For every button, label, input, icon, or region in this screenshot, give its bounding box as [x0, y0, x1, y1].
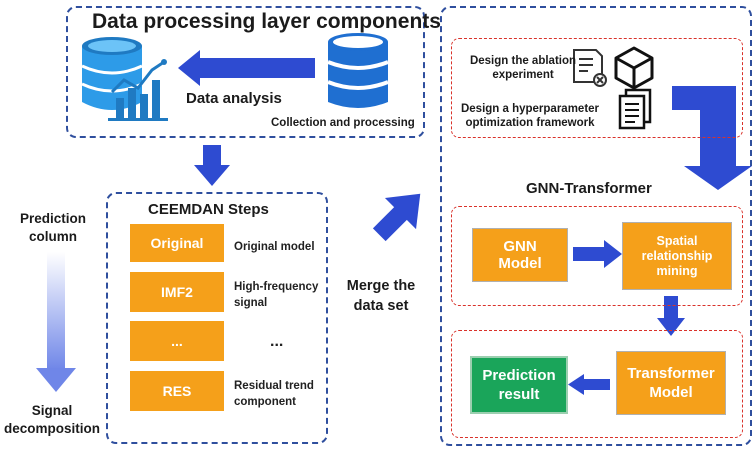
arrow-transformer-to-prediction	[568, 374, 610, 395]
arrow-spatial-to-transformer	[657, 296, 685, 336]
prediction-column-label: Prediction column	[19, 211, 86, 244]
prediction-result-box: Prediction result	[470, 356, 568, 414]
step-desc-original: Original model	[234, 241, 315, 253]
signal-decomposition-label: Signal decomposition	[3, 403, 100, 436]
documents-icon	[618, 88, 652, 130]
gnn-panel	[451, 206, 743, 306]
arrow-gnn-to-spatial	[573, 240, 622, 268]
ceemdan-title: CEEMDAN Steps	[148, 201, 269, 218]
database-stack-icon	[327, 33, 389, 108]
step-box-imf2: IMF2	[130, 272, 224, 312]
data-layer-title: Data processing layer components	[92, 10, 441, 33]
arrow-data-to-ceemdan	[194, 145, 230, 186]
spatial-mining-box: Spatial relationship mining	[622, 222, 732, 290]
arrow-merge-diagonal	[372, 193, 421, 242]
step-box-ellipsis: ...	[130, 321, 224, 361]
hyperparameter-label: Design a hyperparameter optimization fra…	[460, 103, 600, 129]
arrow-design-to-gnn	[672, 86, 752, 190]
step-box-res: RES	[130, 371, 224, 411]
right-model-panel	[440, 6, 752, 446]
cube-icon	[614, 46, 654, 90]
step-desc-imf2: High-frequency signal	[234, 281, 319, 309]
ceemdan-panel	[106, 192, 328, 444]
gnn-model-box: GNN Model	[472, 228, 568, 282]
merge-dataset-label: Merge the data set	[346, 278, 416, 314]
step-desc-res: Residual trend component	[234, 380, 314, 408]
ablation-label: Design the ablation experiment	[469, 55, 577, 81]
step-box-original: Original	[130, 224, 224, 262]
transformer-panel	[451, 330, 743, 438]
step-desc-ellipsis: ...	[270, 333, 284, 350]
collection-processing-label: Collection and processing	[271, 117, 415, 129]
data-analysis-label: Data analysis	[186, 90, 282, 107]
design-panel	[451, 38, 743, 138]
arrow-collection-to-analysis	[178, 50, 315, 86]
data-processing-panel	[66, 6, 425, 138]
transformer-model-box: Transformer Model	[616, 351, 726, 415]
document-cancel-icon	[573, 49, 607, 87]
database-chart-icon	[81, 37, 168, 121]
gnn-transformer-title: GNN-Transformer	[526, 180, 652, 197]
arrow-signal-axis	[36, 252, 76, 392]
